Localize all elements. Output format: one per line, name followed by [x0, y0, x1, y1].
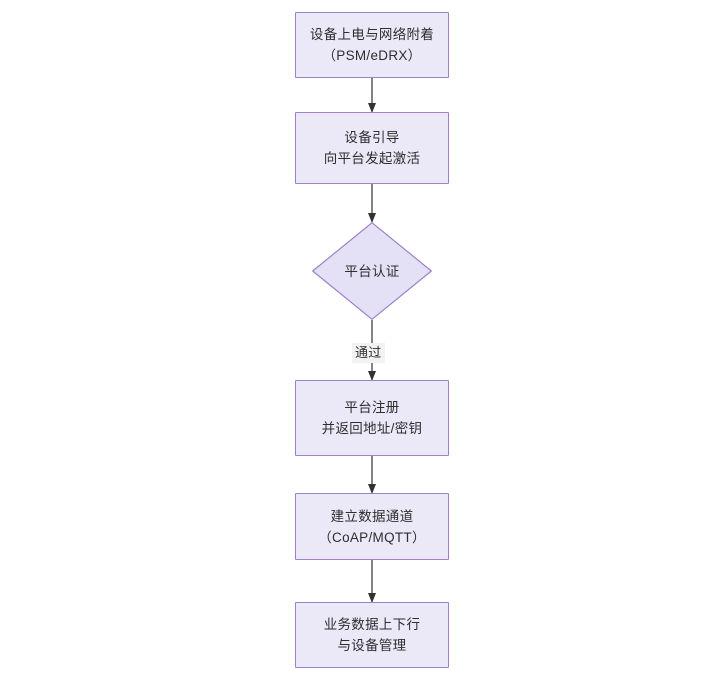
node-bootstrap[interactable]: 设备引导 向平台发起激活	[295, 112, 449, 184]
node-platform-auth-label: 平台认证	[344, 263, 400, 279]
node-bootstrap-label: 设备引导 向平台发起激活	[323, 130, 421, 166]
node-platform-register-label: 平台注册 并返回地址/密钥	[321, 400, 423, 436]
node-service-data[interactable]: 业务数据上下行 与设备管理	[295, 602, 449, 668]
node-service-data-label: 业务数据上下行 与设备管理	[323, 617, 421, 653]
node-power-on[interactable]: 设备上电与网络附着 （PSM/eDRX）	[295, 12, 449, 78]
diamond-shape-icon	[312, 222, 432, 320]
node-data-channel[interactable]: 建立数据通道 （CoAP/MQTT）	[295, 493, 449, 560]
node-power-on-label: 设备上电与网络附着 （PSM/eDRX）	[309, 27, 435, 63]
edge-label-pass-text: 通过	[355, 345, 382, 360]
node-platform-register[interactable]: 平台注册 并返回地址/密钥	[295, 380, 449, 456]
node-platform-auth[interactable]: 平台认证	[312, 222, 432, 320]
edge-label-pass: 通过	[352, 343, 385, 363]
node-data-channel-label: 建立数据通道 （CoAP/MQTT）	[318, 508, 426, 545]
